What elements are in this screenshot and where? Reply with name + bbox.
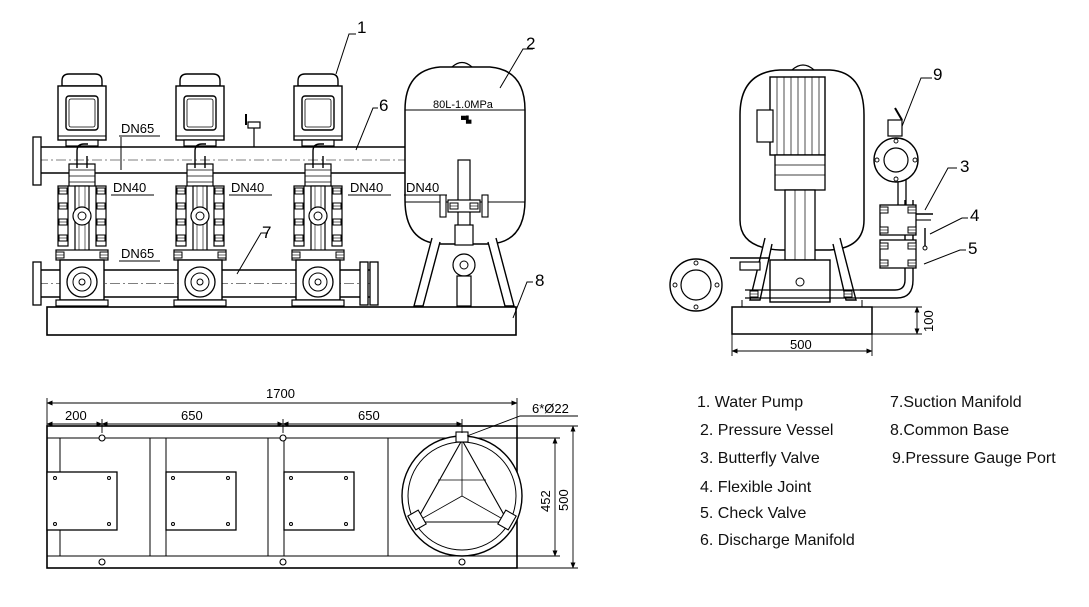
legend-item-common-base: 8.Common Base [890, 422, 1010, 439]
common-base-front [46, 306, 517, 336]
water-pump-1 [56, 74, 108, 306]
callout-3: 3 [960, 157, 969, 176]
callout-4: 4 [970, 206, 979, 225]
legend-item-suction-manifold: 7.Suction Manifold [890, 394, 1022, 411]
common-base-side [731, 306, 873, 335]
spacing-650-dim-2: 650 [358, 408, 380, 423]
legend-item-check-valve: 5. Check Valve [700, 505, 807, 522]
callout-7: 7 [262, 223, 271, 242]
overall-length-dim: 1700 [266, 386, 295, 401]
callout-9: 9 [933, 65, 942, 84]
side-base-width-dim: 500 [790, 337, 812, 352]
legend-item-pressure-vessel: 2. Pressure Vessel [700, 422, 834, 439]
spacing-200-dim: 200 [65, 408, 87, 423]
vessel-rating-label: 80L-1.0MPa [433, 99, 494, 111]
water-pump-3 [292, 74, 344, 306]
discharge-manifold-size-label: DN65 [121, 121, 154, 136]
legend-item-discharge-manifold: 6. Discharge Manifold [700, 532, 855, 549]
side-base-height-dim: 100 [921, 310, 936, 332]
side-dimensions [731, 306, 922, 356]
manifold-valve-handle [245, 114, 261, 147]
callout-2: 2 [526, 34, 535, 53]
width-500-dim: 500 [556, 489, 571, 511]
legend-item-water-pump: 1. Water Pump [697, 394, 804, 411]
pressure-vessel-front [404, 61, 526, 307]
legend-item-butterfly-valve: 3. Butterfly Valve [700, 450, 820, 467]
callout-5: 5 [968, 239, 977, 258]
side-elevation-view [669, 64, 933, 335]
front-elevation-view [32, 61, 526, 336]
vessel-branch-label: DN40 [406, 180, 439, 195]
callout-8: 8 [535, 271, 544, 290]
width-452-dim: 452 [538, 490, 553, 512]
suction-manifold-size-label: DN65 [121, 246, 154, 261]
pump-branch-label-2: DN40 [231, 180, 264, 195]
legend-item-pressure-gauge-port: 9.Pressure Gauge Port [892, 450, 1056, 467]
water-pump-2 [174, 74, 226, 306]
pump-branch-label-1: DN40 [113, 180, 146, 195]
legend-item-flexible-joint: 4. Flexible Joint [700, 479, 812, 496]
plan-dimensions [46, 398, 578, 569]
pump-branch-label-3: DN40 [350, 180, 383, 195]
callout-6: 6 [379, 96, 388, 115]
spacing-650-dim-1: 650 [181, 408, 203, 423]
plan-view [46, 425, 523, 569]
bolt-holes-dim: 6*Ø22 [532, 401, 569, 416]
callout-1: 1 [357, 18, 366, 37]
vessel-nameplate-mark: ▀▙ [461, 115, 472, 124]
